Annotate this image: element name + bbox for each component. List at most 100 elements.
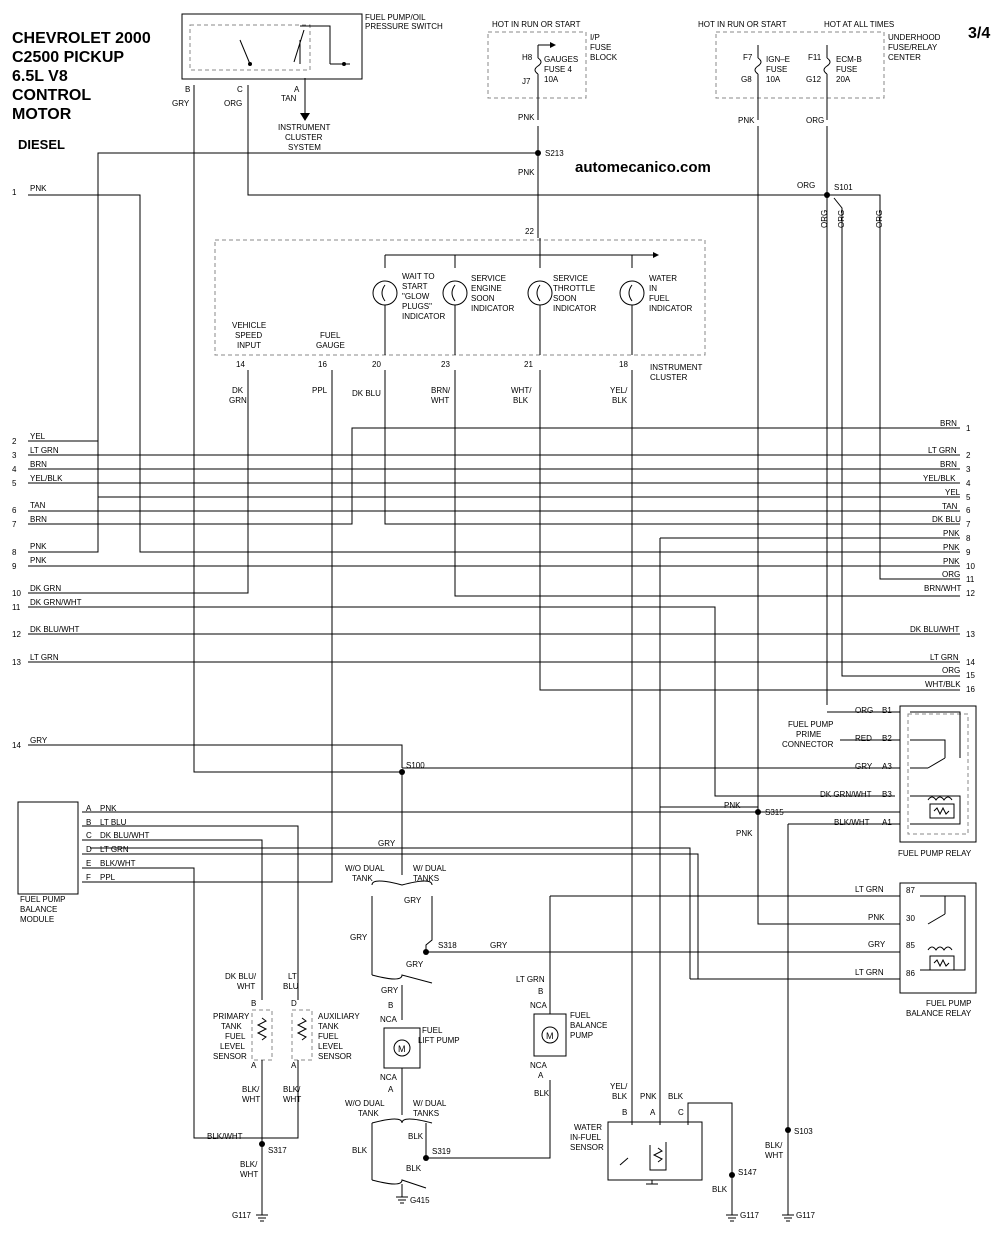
svg-text:LT GRN: LT GRN: [30, 446, 59, 455]
ip-fuse-block: [487, 31, 587, 99]
svg-text:BLK/WHT: BLK/WHT: [207, 1132, 243, 1141]
svg-text:ORG: ORG: [942, 666, 960, 675]
svg-text:PPL: PPL: [312, 386, 328, 395]
svg-text:PNK: PNK: [943, 557, 960, 566]
svg-text:TAN: TAN: [942, 502, 958, 511]
svg-text:GRY: GRY: [30, 736, 48, 745]
svg-text:PNK: PNK: [943, 529, 960, 538]
svg-text:A: A: [538, 1071, 544, 1080]
svg-text:PNK: PNK: [640, 1092, 657, 1101]
svg-text:PNK: PNK: [868, 913, 885, 922]
svg-text:DK BLU/WHT: DK BLU/WHT: [30, 625, 79, 634]
svg-text:B: B: [622, 1108, 627, 1117]
svg-text:B: B: [251, 999, 256, 1008]
svg-text:LT GRN: LT GRN: [30, 653, 59, 662]
svg-text:PNK: PNK: [736, 829, 753, 838]
fuel-pump-relay: [899, 705, 977, 843]
svg-text:G415: G415: [410, 1196, 430, 1205]
svg-text:G117: G117: [796, 1211, 816, 1220]
pin-14: 14: [236, 360, 245, 369]
svg-text:4: 4: [12, 465, 17, 474]
svg-text:A: A: [86, 804, 92, 813]
svg-text:BLK: BLK: [352, 1146, 368, 1155]
svg-text:DK GRN: DK GRN: [30, 584, 61, 593]
splice-s318: S318: [438, 941, 457, 950]
svg-text:M: M: [398, 1044, 406, 1054]
title-line-5: MOTOR: [12, 106, 72, 123]
instrument-cluster: [214, 239, 706, 356]
svg-text:ORG: ORG: [875, 210, 884, 228]
underhood-fuse-center: [715, 31, 885, 99]
svg-text:J7: J7: [522, 77, 531, 86]
svg-text:LT GRN: LT GRN: [516, 975, 545, 984]
svg-text:ORG: ORG: [855, 706, 873, 715]
svg-text:PNK: PNK: [943, 543, 960, 552]
ground-g415: [396, 1196, 408, 1204]
svg-text:DK GRN/WHT: DK GRN/WHT: [30, 598, 82, 607]
svg-text:H8: H8: [522, 53, 533, 62]
svg-text:6: 6: [12, 506, 17, 515]
svg-text:87: 87: [906, 886, 915, 895]
splice-s315: S315: [765, 808, 784, 817]
svg-text:7: 7: [966, 520, 971, 529]
svg-text:BLK/WHT: BLK/WHT: [283, 1085, 301, 1104]
svg-text:PNK: PNK: [518, 168, 535, 177]
svg-text:PNK: PNK: [738, 116, 755, 125]
svg-text:YEL: YEL: [30, 432, 46, 441]
svg-text:10: 10: [12, 589, 21, 598]
svg-text:A: A: [291, 1061, 297, 1070]
hot-run-start-label-2: HOT IN RUN OR START: [698, 20, 787, 29]
service-throttle-indicator-bulb: [527, 280, 553, 355]
water-in-fuel-indicator-bulb: [619, 280, 645, 355]
svg-text:A: A: [294, 85, 300, 94]
svg-text:WHT/BLK: WHT/BLK: [925, 680, 961, 689]
svg-text:12: 12: [966, 589, 975, 598]
svg-text:GRY: GRY: [350, 933, 368, 942]
splice-s101: S101: [834, 183, 853, 192]
svg-text:BRN: BRN: [940, 419, 957, 428]
title-line-4: CONTROL: [12, 87, 91, 104]
splice-s213: S213: [545, 149, 564, 158]
svg-text:A: A: [251, 1061, 257, 1070]
pin-21: 21: [524, 360, 533, 369]
page-number: 3/4: [968, 25, 990, 42]
glow-plug-indicator-bulb: [372, 280, 398, 355]
svg-text:ORG: ORG: [820, 210, 829, 228]
svg-text:B: B: [86, 818, 91, 827]
water-in-fuel-sensor: [607, 1121, 703, 1181]
svg-text:B3: B3: [882, 790, 892, 799]
svg-text:YEL/BLK: YEL/BLK: [610, 1082, 628, 1101]
svg-text:22: 22: [525, 227, 534, 236]
svg-text:ORG: ORG: [224, 99, 242, 108]
svg-text:85: 85: [906, 941, 915, 950]
svg-text:B1: B1: [882, 706, 892, 715]
svg-text:NCA: NCA: [380, 1073, 398, 1082]
title-line-3: 6.5L V8: [12, 68, 68, 85]
svg-text:GRY: GRY: [381, 986, 399, 995]
svg-text:ORG: ORG: [837, 210, 846, 228]
title-line-2: C2500 PICKUP: [12, 49, 124, 66]
svg-text:3: 3: [12, 451, 17, 460]
svg-text:BLK/WHT: BLK/WHT: [240, 1160, 258, 1179]
ground-g117-right: [782, 1214, 794, 1222]
fuel-balance-pump: [533, 1013, 567, 1057]
svg-text:BLK: BLK: [712, 1185, 728, 1194]
svg-text:3: 3: [966, 465, 971, 474]
pin-16: 16: [318, 360, 327, 369]
svg-text:11: 11: [966, 575, 975, 584]
svg-text:BRN: BRN: [30, 515, 47, 524]
svg-text:LT GRN: LT GRN: [855, 885, 884, 894]
svg-text:G117: G117: [740, 1211, 760, 1220]
